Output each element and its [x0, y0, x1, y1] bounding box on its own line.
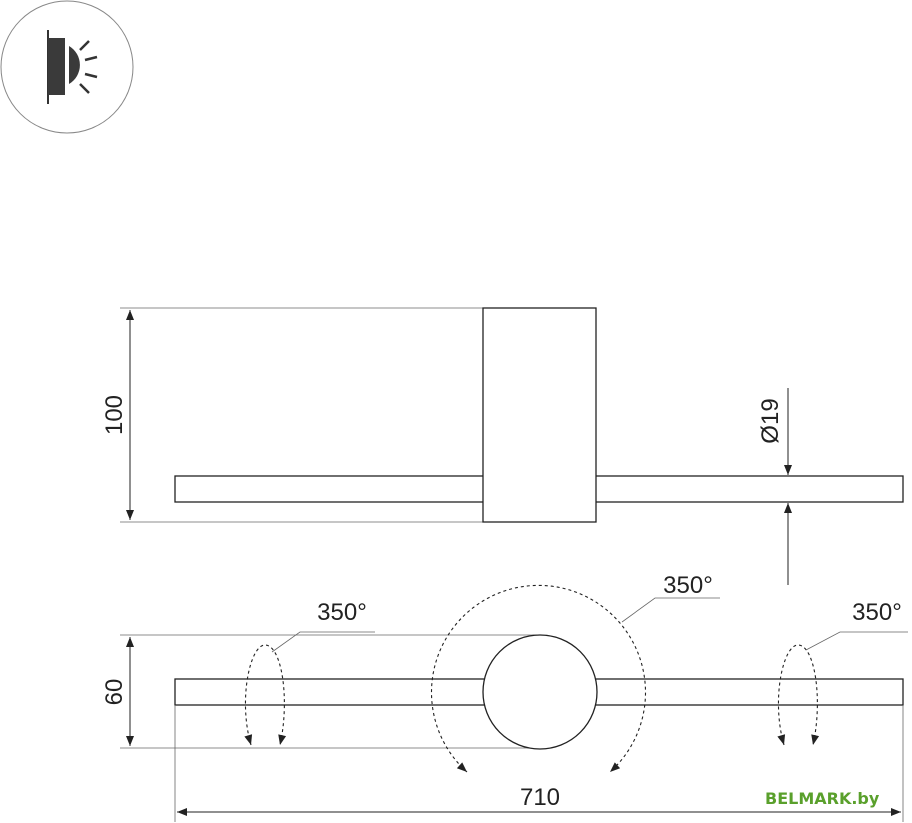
rotation-center-label: 350° [663, 572, 713, 599]
watermark: BELMARK.by [765, 789, 880, 808]
width-dimension-label: 710 [520, 784, 560, 811]
front-view [120, 307, 904, 585]
rotation-right-label: 350° [852, 599, 902, 626]
wall-lamp-light-icon [0, 0, 134, 134]
depth-dimension-label: 60 [101, 679, 128, 706]
diameter-dimension-label: Ø19 [757, 398, 784, 443]
height-dimension-label: 100 [101, 395, 128, 435]
top-view [120, 584, 908, 822]
rotation-left-label: 350° [317, 599, 367, 626]
